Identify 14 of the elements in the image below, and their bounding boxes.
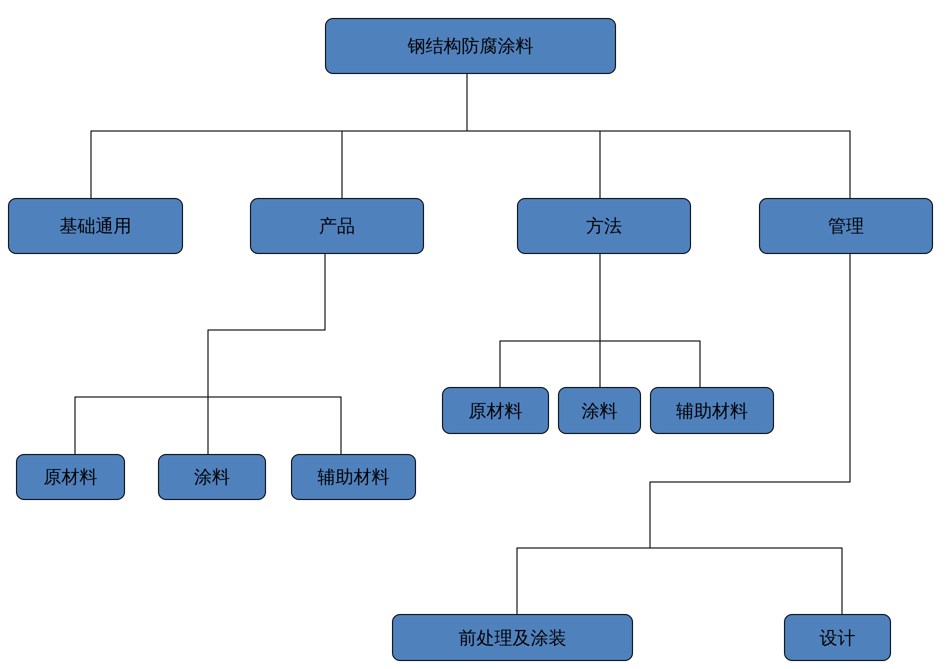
process-box: 管理 bbox=[759, 198, 933, 254]
process-box: 原材料 bbox=[16, 454, 125, 500]
process-box: 基础通用 bbox=[8, 198, 183, 254]
process-box: 涂料 bbox=[158, 454, 266, 500]
process-box: 涂料 bbox=[558, 387, 641, 434]
process-box: 辅助材料 bbox=[650, 387, 774, 434]
process-box: 方法 bbox=[517, 198, 691, 254]
process-box: 设计 bbox=[784, 614, 891, 661]
process-box: 原材料 bbox=[442, 387, 549, 434]
process-box: 前处理及涂装 bbox=[392, 614, 633, 661]
process-box: 钢结构防腐涂料 bbox=[325, 18, 616, 74]
process-box: 产品 bbox=[250, 198, 424, 254]
process-box: 辅助材料 bbox=[291, 454, 416, 500]
connector-line bbox=[600, 254, 700, 388]
